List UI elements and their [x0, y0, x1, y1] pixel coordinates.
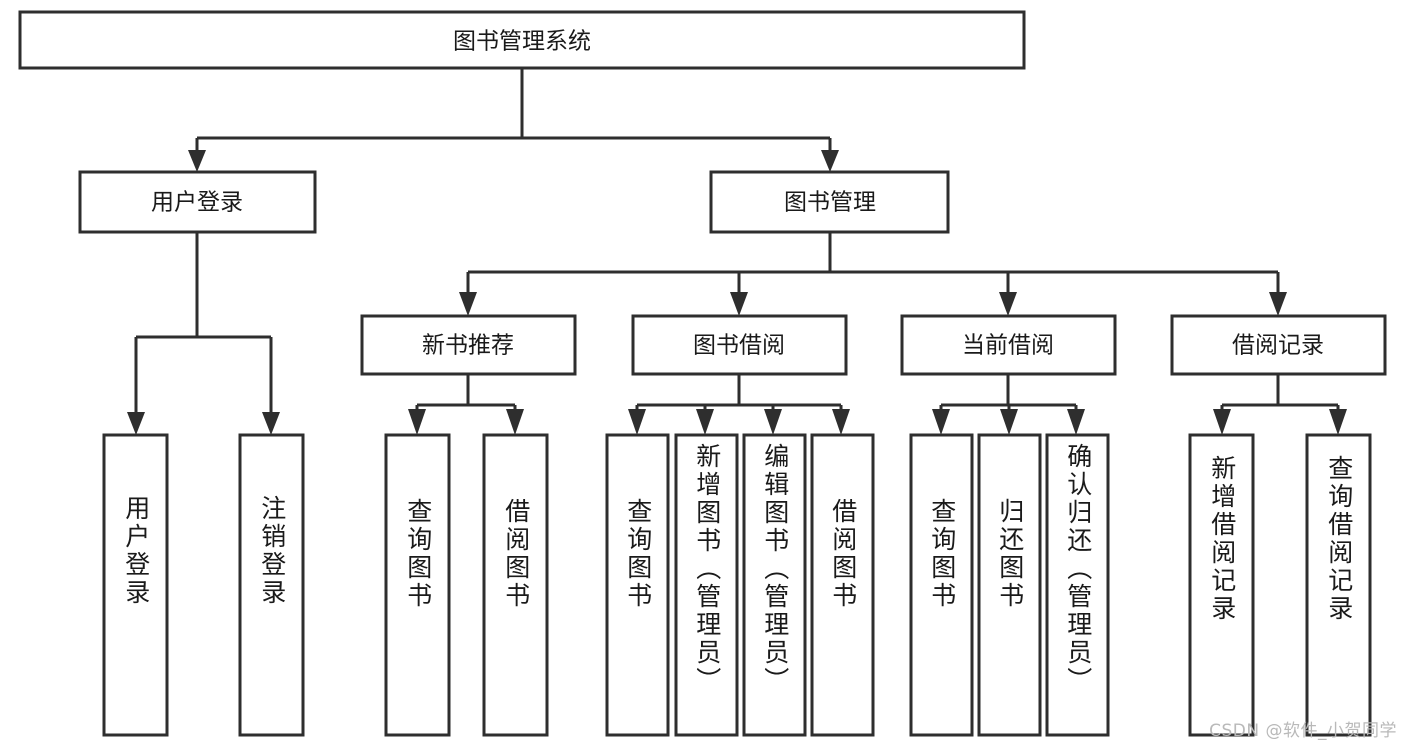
node-leaf-query-record-box[interactable] — [1305, 433, 1372, 737]
node-leaf-add-book-box[interactable] — [674, 433, 739, 737]
node-leaf-user-login-box[interactable] — [102, 433, 169, 737]
node-borrow-record[interactable]: 借阅记录 — [1170, 314, 1387, 376]
node-borrow-record-label: 借阅记录 — [1232, 333, 1324, 359]
connectors-root-to-level2 — [188, 68, 839, 172]
node-new-book-recommend[interactable]: 新书推荐 — [360, 314, 577, 376]
arrow-leaf-borrow-book-2 — [832, 409, 850, 435]
leaf-boxes — [102, 433, 1372, 737]
node-new-book-recommend-label: 新书推荐 — [422, 333, 514, 359]
node-leaf-edit-book-box[interactable] — [742, 433, 807, 737]
node-user-login[interactable]: 用户登录 — [78, 170, 317, 234]
arrow-leaf-return-book — [1000, 409, 1018, 435]
connectors-book-manage-to-level3 — [459, 232, 1287, 316]
connectors-user-login-to-leaves — [127, 232, 280, 435]
arrow-book-borrow — [730, 292, 748, 316]
node-leaf-query-book-3-box[interactable] — [909, 433, 974, 737]
node-borrow-record-box[interactable] — [1170, 314, 1387, 376]
node-leaf-confirm-return-box[interactable] — [1045, 433, 1110, 737]
arrow-leaf-query-book-2 — [628, 409, 646, 435]
node-user-login-box[interactable] — [78, 170, 317, 234]
node-user-login-label: 用户登录 — [151, 190, 243, 216]
node-current-borrow-label: 当前借阅 — [962, 333, 1054, 359]
node-root-box[interactable] — [18, 10, 1026, 70]
node-leaf-add-record-box[interactable] — [1188, 433, 1255, 737]
node-leaf-return-book-box[interactable] — [977, 433, 1042, 737]
node-book-manage[interactable]: 图书管理 — [709, 170, 950, 234]
node-current-borrow-box[interactable] — [900, 314, 1117, 376]
arrow-leaf-confirm-return — [1067, 409, 1085, 435]
arrow-leaf-edit-book — [764, 409, 782, 435]
arrow-book-manage — [821, 150, 839, 172]
arrow-leaf-add-book — [696, 409, 714, 435]
connectors-current-borrow-to-leaves — [932, 374, 1085, 435]
node-leaf-borrow-book-2-box[interactable] — [810, 433, 875, 737]
arrow-leaf-logout-login — [262, 412, 280, 435]
arrow-leaf-query-book-3 — [932, 409, 950, 435]
node-root[interactable]: 图书管理系统 — [18, 10, 1026, 70]
watermark-text: CSDN @软件_小贺同学 — [1209, 721, 1397, 741]
arrow-new-book-recommend — [459, 292, 477, 316]
arrow-current-borrow — [999, 292, 1017, 316]
node-book-manage-box[interactable] — [709, 170, 950, 234]
node-leaf-logout-login-box[interactable] — [238, 433, 305, 737]
node-book-borrow-box[interactable] — [631, 314, 848, 376]
arrow-leaf-borrow-book-1 — [506, 409, 524, 435]
node-new-book-recommend-box[interactable] — [360, 314, 577, 376]
node-book-manage-label: 图书管理 — [784, 190, 876, 216]
arrow-leaf-query-record — [1329, 409, 1347, 435]
arrow-leaf-add-record — [1213, 409, 1231, 435]
node-leaf-borrow-book-1-box[interactable] — [482, 433, 549, 737]
node-book-borrow-label: 图书借阅 — [693, 333, 785, 359]
connectors-book-borrow-to-leaves — [628, 374, 850, 435]
node-root-label: 图书管理系统 — [453, 29, 591, 55]
arrow-borrow-record — [1269, 292, 1287, 316]
connectors-new-book-to-leaves — [408, 374, 524, 435]
arrow-user-login — [188, 150, 206, 172]
node-current-borrow[interactable]: 当前借阅 — [900, 314, 1117, 376]
arrow-leaf-query-book-1 — [408, 409, 426, 435]
node-leaf-query-book-1-box[interactable] — [384, 433, 451, 737]
connectors-borrow-record-to-leaves — [1213, 374, 1347, 435]
node-leaf-query-book-2-box[interactable] — [605, 433, 670, 737]
arrow-leaf-user-login — [127, 412, 145, 435]
node-book-borrow[interactable]: 图书借阅 — [631, 314, 848, 376]
